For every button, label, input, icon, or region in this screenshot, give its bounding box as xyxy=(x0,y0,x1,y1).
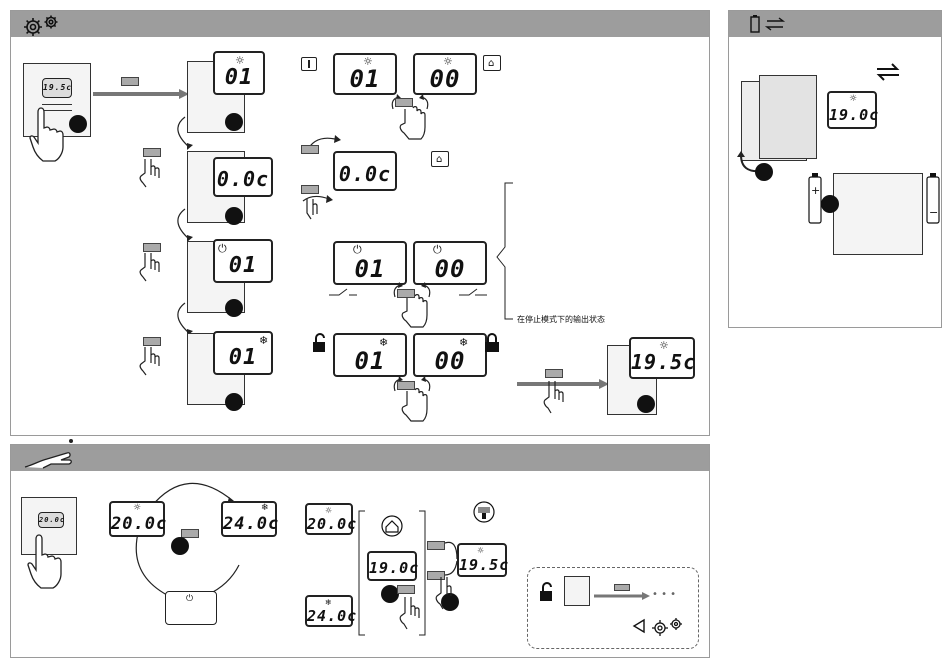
battery-compartment xyxy=(833,173,923,255)
small-eco-display: ❄ 24.0c xyxy=(305,595,353,627)
hand-icon xyxy=(431,575,461,615)
lcd-display: 0.0c xyxy=(333,151,397,191)
sun-icon: ☼ xyxy=(477,545,484,556)
press-button[interactable] xyxy=(395,98,413,107)
mode-button[interactable] xyxy=(181,529,199,538)
thermostat-cover xyxy=(759,75,817,159)
press-button[interactable] xyxy=(143,148,161,157)
plus-sign: + xyxy=(811,185,820,196)
hand-icon xyxy=(137,345,167,375)
curve-arrow xyxy=(169,115,199,151)
step-dot xyxy=(755,163,773,181)
comfort-display: ☼ 20.0c xyxy=(109,501,165,537)
sun-icon: ☼ xyxy=(849,94,857,105)
lcd-display: ☼ 19.5c xyxy=(629,337,695,379)
lcd-display: ☼ 00 xyxy=(413,53,477,95)
house-icon xyxy=(381,515,403,537)
battery-icon xyxy=(809,173,821,225)
lcd-display: ❄ 00 xyxy=(413,333,487,377)
curve-arrow xyxy=(169,301,199,337)
lcd-display: ❄ 01 xyxy=(213,331,273,375)
lcd-display: ❄ 01 xyxy=(333,333,407,377)
gear-icon xyxy=(21,13,69,37)
step-dot xyxy=(225,207,243,225)
power-icon: ⏻ xyxy=(433,244,442,255)
unlock-icon xyxy=(540,582,554,602)
lcd-display: 0.0c xyxy=(213,157,273,197)
relay-open-icon xyxy=(329,287,357,297)
press-button[interactable] xyxy=(301,145,319,154)
lcd-display: ⏻ 00 xyxy=(413,241,487,285)
usage-panel: 20.0c ☼ 20.0c ❄ 24.0c ⏻ ☼ 20.0c ❄ 24.0c … xyxy=(10,444,710,658)
step-dot xyxy=(69,115,87,133)
press-button[interactable] xyxy=(121,77,139,86)
lcd-display: ☼ 01 xyxy=(333,53,397,95)
hand-icon xyxy=(29,106,69,166)
battery-header xyxy=(729,11,941,37)
hand-icon xyxy=(137,251,167,281)
arrow-right xyxy=(93,89,189,99)
off-display: ⏻ xyxy=(165,591,217,625)
hand-icon xyxy=(137,157,167,187)
device-screen: 20.0c xyxy=(38,512,64,528)
brace xyxy=(495,181,515,321)
sun-icon: ☼ xyxy=(133,503,141,514)
press-button[interactable] xyxy=(614,584,630,591)
step-dot xyxy=(225,393,243,411)
device-screen: 19.5c xyxy=(42,78,72,98)
battery-panel: ☼ 19.0c + − xyxy=(728,10,942,328)
press-button[interactable] xyxy=(545,369,563,378)
eco-display: ❄ 24.0c xyxy=(221,501,277,537)
press-button[interactable] xyxy=(397,585,415,594)
settings-panel: 19.5c ☼ 01 ☼ 01 ☼ 00 ⌂ xyxy=(10,10,710,436)
ellipsis: • • • xyxy=(652,589,676,600)
usage-header xyxy=(11,445,709,471)
battery-swap-icon xyxy=(749,14,793,34)
step-dot xyxy=(821,195,839,213)
lcd-display: ⏻ 01 xyxy=(333,241,407,285)
power-icon: ⏻ xyxy=(353,244,362,255)
snowflake-icon: ❄ xyxy=(261,503,269,514)
house-icon: ⌂ xyxy=(483,55,501,71)
relay-closed-icon xyxy=(459,287,487,297)
house-icon: ⌂ xyxy=(431,151,449,167)
lcd-display: ☼ 19.0c xyxy=(827,91,877,129)
curve-arrow xyxy=(169,207,199,243)
thermometer-icon xyxy=(473,501,495,523)
back-arrow-icon xyxy=(632,618,646,634)
hand-icon xyxy=(27,533,67,593)
lcd-display: ⏻ 01 xyxy=(213,239,273,283)
minus-sign: − xyxy=(929,207,938,218)
swap-arrows-icon xyxy=(875,61,901,83)
press-button[interactable] xyxy=(397,289,415,298)
lcd-display: ☼ 01 xyxy=(213,51,265,95)
unlock-icon xyxy=(313,333,327,353)
settings-header xyxy=(11,11,709,37)
step-dot xyxy=(637,395,655,413)
set-temp-display: ☼ 19.5c xyxy=(457,543,507,577)
step-dot xyxy=(171,537,189,555)
current-temp-display: 19.0c xyxy=(367,551,417,581)
caption-text: 在停止模式下的输出状态 xyxy=(517,314,605,325)
press-button[interactable] xyxy=(397,381,415,390)
small-comfort-display: ☼ 20.0c xyxy=(305,503,353,535)
small-thermostat xyxy=(564,576,590,606)
step-dot xyxy=(225,113,243,131)
lock-box: • • • xyxy=(527,567,699,649)
arrow-right xyxy=(594,592,650,600)
step-dot xyxy=(225,299,243,317)
hand-icon xyxy=(395,595,425,631)
power-icon: ⏻ xyxy=(186,594,193,605)
hand-icon xyxy=(539,379,569,415)
lock-icon xyxy=(485,333,499,353)
thermometer-icon xyxy=(301,57,317,71)
hand-touch-icon xyxy=(21,437,75,471)
hand-icon xyxy=(299,187,339,223)
gear-icon xyxy=(650,616,694,636)
